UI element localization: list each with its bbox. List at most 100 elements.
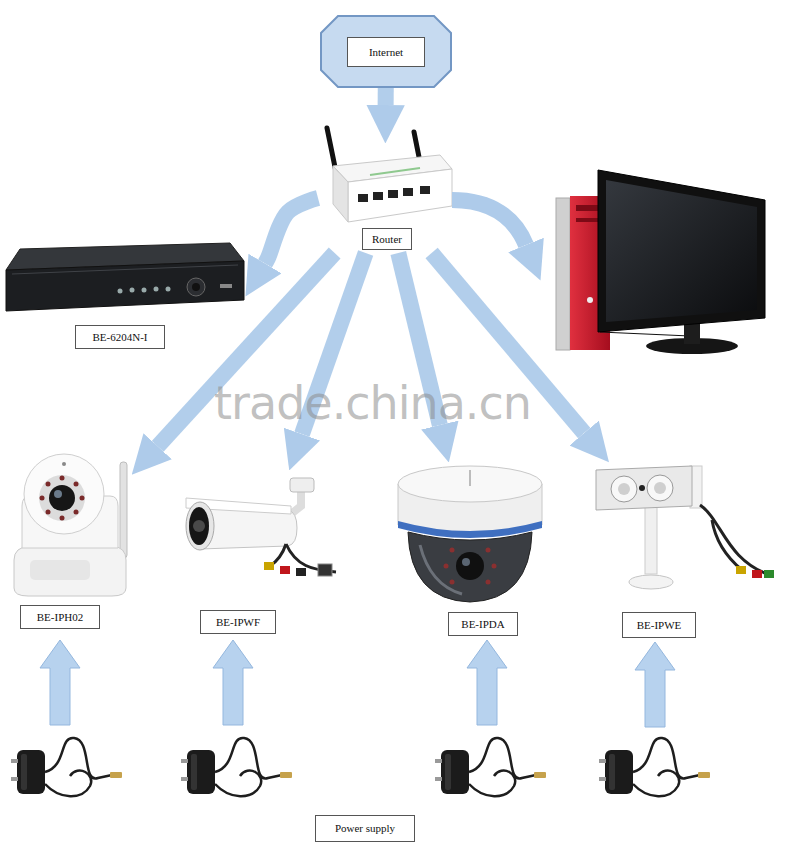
- power-adapter-image: [11, 738, 122, 796]
- bullet-camera-image: [296, 568, 306, 576]
- dome-camera-image: [420, 545, 462, 594]
- power-arrow: [40, 640, 80, 725]
- dome-camera-image: [444, 564, 449, 569]
- ptz-camera-image: [24, 454, 104, 534]
- router-node: Router: [318, 143, 452, 253]
- computer-image: [606, 180, 757, 322]
- ir-bullet-camera-image: [611, 476, 637, 502]
- ir-bullet-camera-image: [764, 570, 774, 578]
- router-image: [358, 194, 368, 202]
- ir-bullet-camera-image: [596, 466, 774, 589]
- ir-bullet-camera-image: [700, 505, 770, 575]
- device-label: BE-IPDA: [448, 612, 518, 636]
- nvr-image: [12, 265, 238, 274]
- camera-node: BE-IPDA: [395, 462, 545, 638]
- ir-bullet-camera-image: [629, 575, 673, 589]
- ir-bullet-camera-image: [752, 570, 762, 578]
- power-adapter-image: [11, 738, 710, 796]
- dome-camera-image: [492, 564, 497, 569]
- network-link: [378, 88, 394, 105]
- ptz-camera-image: [46, 482, 51, 487]
- dome-camera-image: [398, 466, 542, 602]
- nvr-image: [187, 278, 205, 296]
- device-label: Internet: [347, 37, 425, 67]
- ptz-camera-image: [60, 476, 65, 481]
- ptz-camera-image: [40, 496, 45, 501]
- dome-camera-image: [486, 580, 491, 585]
- power-label-box: Power supply: [315, 815, 415, 842]
- dome-camera-image: [450, 580, 455, 585]
- computer-image: [556, 170, 765, 354]
- device-label: BE-6204N-I: [75, 325, 165, 349]
- bullet-camera-image: [318, 564, 332, 576]
- ptz-camera-image: [80, 496, 85, 501]
- power-arrow: [467, 640, 507, 725]
- router-image: [403, 188, 413, 196]
- router-image: [373, 192, 383, 200]
- dome-camera-image: [408, 532, 532, 602]
- bullet-camera-image: [280, 566, 290, 574]
- router-image: [333, 166, 348, 222]
- nvr-image: [6, 261, 244, 311]
- ptz-camera-image: [14, 454, 127, 596]
- nvr-image: [118, 289, 123, 294]
- router-image: [348, 169, 452, 222]
- link-to-computer: [452, 200, 526, 245]
- nvr-image: [130, 288, 135, 293]
- bullet-camera-image: [189, 507, 209, 545]
- ptz-camera-image: [74, 482, 79, 487]
- nvr-image: [6, 243, 244, 311]
- router-image: [420, 186, 430, 194]
- dome-camera-image: [456, 552, 484, 580]
- camera-node: BE-IPWE: [595, 462, 775, 642]
- power-arrow: [635, 642, 675, 727]
- dome-camera-image: [469, 470, 471, 486]
- ptz-camera-image: [62, 462, 66, 466]
- device-label: BE-IPWE: [622, 612, 696, 638]
- router-image: [388, 190, 398, 198]
- ptz-camera-image: [30, 560, 90, 580]
- ptz-camera-image: [49, 485, 75, 511]
- computer-image: [587, 297, 593, 303]
- watermark: trade.china.cn: [214, 376, 531, 430]
- computer-image: [556, 198, 570, 350]
- recorder-node: BE-6204N-I: [5, 243, 247, 351]
- power-arrow: [40, 640, 675, 727]
- bullet-camera-image: [186, 502, 214, 550]
- ptz-camera-image: [14, 546, 126, 596]
- ir-bullet-camera-image: [639, 485, 645, 491]
- ir-bullet-camera-image: [618, 483, 630, 495]
- bullet-camera-image: [186, 478, 336, 576]
- router-image: [327, 128, 452, 222]
- internet-octagon: [321, 16, 451, 87]
- ir-bullet-camera-image: [647, 475, 673, 501]
- dome-camera-image: [486, 548, 491, 553]
- camera-node: BE-IPWF: [180, 470, 340, 637]
- ptz-camera-image: [74, 510, 79, 515]
- ptz-camera-image: [60, 516, 65, 521]
- bullet-camera-image: [193, 520, 205, 532]
- bullet-camera-image: [290, 478, 314, 492]
- ir-bullet-camera-image: [654, 482, 666, 494]
- nvr-image: [220, 284, 232, 288]
- power-adapter-image: [599, 738, 710, 796]
- network-link: [265, 198, 318, 264]
- device-label: Power supply: [315, 815, 415, 842]
- power-adapter-image: [435, 738, 546, 796]
- nvr-image: [166, 287, 171, 292]
- ir-bullet-camera-image: [736, 566, 746, 574]
- ir-bullet-camera-image: [712, 520, 742, 570]
- router-image: [370, 168, 420, 175]
- ptz-camera-image: [39, 475, 85, 521]
- nvr-image: [192, 283, 200, 291]
- ptz-camera-image: [54, 490, 62, 498]
- nvr-image: [154, 287, 159, 292]
- nvr-image: [142, 288, 147, 293]
- ptz-camera-image: [46, 510, 51, 515]
- device-label: BE-IPWF: [200, 610, 276, 634]
- device-label: BE-IPH02: [20, 605, 100, 629]
- dome-camera-image: [450, 548, 455, 553]
- ptz-camera-image: [120, 462, 127, 558]
- ir-bullet-camera-image: [645, 506, 657, 574]
